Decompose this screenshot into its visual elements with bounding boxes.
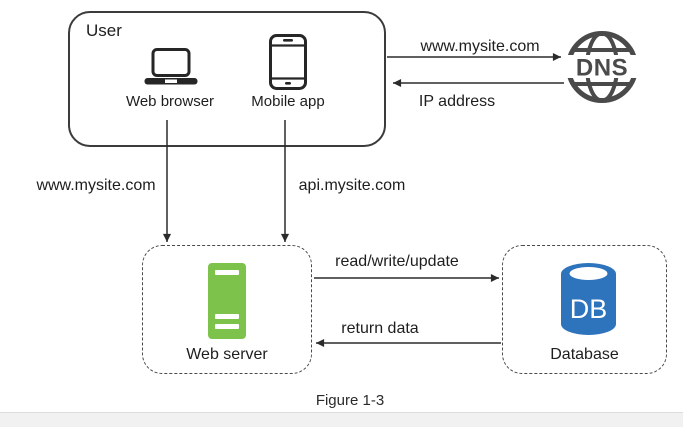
- laptop-icon: [144, 48, 198, 85]
- db-abbreviation: DB: [570, 294, 608, 324]
- edge-label-mobile-to-server: api.mysite.com: [298, 177, 406, 194]
- smartphone-icon: [269, 34, 307, 90]
- edge-label-db-to-server: return data: [341, 320, 419, 337]
- edge-label-user-to-dns: www.mysite.com: [420, 38, 540, 55]
- web-server-box: Web server: [142, 245, 312, 374]
- user-group-box: User Web browser Mobile app: [68, 11, 386, 147]
- web-server-label: Web server: [186, 346, 268, 363]
- web-browser-label: Web browser: [125, 93, 215, 110]
- edge-label-browser-to-server: www.mysite.com: [36, 177, 156, 194]
- database-box: DB Database: [502, 245, 667, 374]
- globe-icon: DNS: [565, 31, 639, 103]
- dns-label: DNS: [576, 55, 628, 82]
- edge-label-server-to-db: read/write/update: [335, 253, 459, 270]
- user-group-title: User: [86, 21, 122, 40]
- edge-label-dns-to-user: IP address: [418, 93, 496, 110]
- database-label: Database: [550, 346, 619, 363]
- server-icon: [208, 263, 246, 339]
- figure-caption: Figure 1-3: [315, 392, 385, 409]
- mobile-app-label: Mobile app: [251, 93, 325, 110]
- database-cylinder-icon: DB: [561, 263, 616, 335]
- dns-node: DNS: [565, 30, 639, 104]
- page-edge-divider: [0, 412, 683, 427]
